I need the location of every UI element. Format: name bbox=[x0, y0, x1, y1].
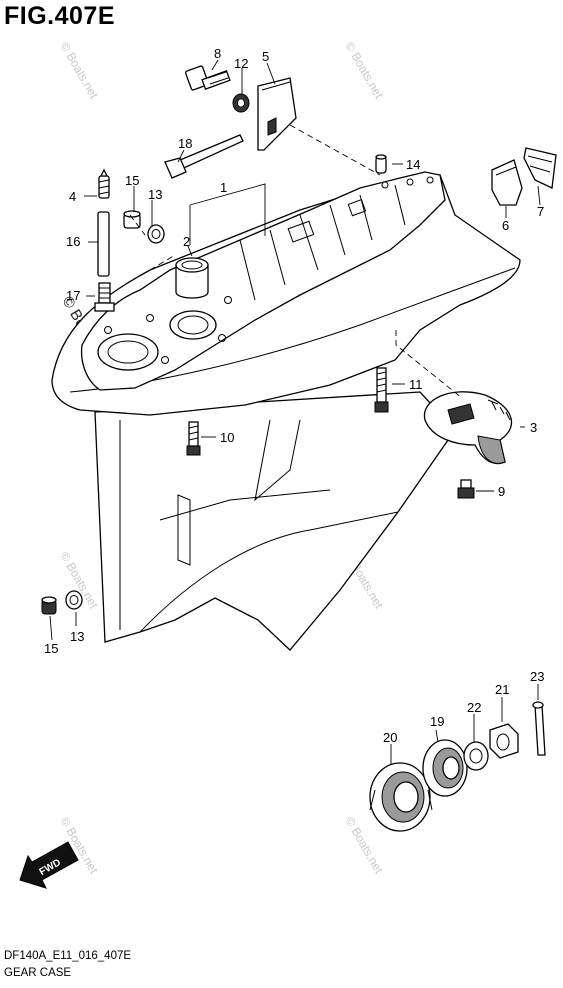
callout-17: 17 bbox=[66, 288, 80, 303]
gasket-13-upper bbox=[147, 224, 165, 244]
callout-22: 22 bbox=[467, 700, 481, 715]
callout-16: 16 bbox=[66, 234, 80, 249]
bore-front bbox=[97, 333, 159, 371]
clip-18 bbox=[164, 134, 244, 179]
plug-15-lower bbox=[41, 596, 57, 615]
fwd-direction-badge: FWD bbox=[19, 841, 79, 889]
callout-11: 11 bbox=[409, 377, 423, 392]
callouts: 8 12 5 18 14 4 15 13 1 16 2 17 6 7 11 3 … bbox=[44, 46, 544, 745]
callout-19: 19 bbox=[430, 714, 444, 729]
bolt-10 bbox=[186, 421, 201, 456]
plate-7 bbox=[523, 147, 557, 189]
drive-shaft-bearing bbox=[175, 264, 209, 299]
plug-15-upper bbox=[123, 210, 141, 229]
callout-13-upper: 13 bbox=[148, 187, 162, 202]
bore-mid bbox=[169, 310, 217, 340]
callout-7: 7 bbox=[537, 204, 544, 219]
watermark: © Boats.net bbox=[342, 815, 386, 877]
cotter-pin-23 bbox=[532, 701, 546, 756]
callout-5: 5 bbox=[262, 49, 269, 64]
bolt-11 bbox=[374, 367, 389, 413]
rod-16 bbox=[97, 211, 110, 277]
figure-title: FIG.407E bbox=[4, 2, 115, 30]
callout-15-lower: 15 bbox=[44, 641, 58, 656]
callout-23: 23 bbox=[530, 669, 544, 684]
callout-6: 6 bbox=[502, 218, 509, 233]
callout-15-upper: 15 bbox=[125, 173, 139, 188]
gasket-13-lower bbox=[65, 590, 83, 610]
callout-1: 1 bbox=[220, 180, 227, 195]
plate-5 bbox=[257, 77, 297, 151]
cover-6 bbox=[491, 159, 523, 206]
leader-lines bbox=[49, 59, 541, 764]
trim-tab-3 bbox=[423, 391, 513, 465]
retainer-20 bbox=[369, 762, 433, 832]
washer-22 bbox=[463, 741, 489, 771]
callout-8: 8 bbox=[214, 46, 221, 61]
callout-9: 9 bbox=[498, 484, 505, 499]
dowel-pin-14 bbox=[375, 154, 387, 174]
nut-21 bbox=[489, 723, 519, 759]
callout-21: 21 bbox=[495, 682, 509, 697]
watermark: © Boats.net bbox=[342, 40, 386, 102]
callout-12: 12 bbox=[234, 56, 248, 71]
callout-4: 4 bbox=[69, 189, 76, 204]
washer-12 bbox=[232, 93, 250, 113]
callout-13-lower: 13 bbox=[70, 629, 84, 644]
callout-18: 18 bbox=[178, 136, 192, 151]
callout-20: 20 bbox=[383, 730, 397, 745]
bolt-8 bbox=[185, 65, 231, 91]
pin-4 bbox=[98, 168, 110, 199]
figure-name: GEAR CASE bbox=[4, 967, 72, 979]
gear-case-housing bbox=[51, 171, 521, 651]
fitting-17 bbox=[94, 282, 115, 312]
callout-2: 2 bbox=[183, 234, 190, 249]
bolt-9 bbox=[457, 479, 475, 499]
callout-10: 10 bbox=[220, 430, 234, 445]
seal-19 bbox=[422, 739, 468, 797]
callout-3: 3 bbox=[530, 420, 537, 435]
figure-code: DF140A_E11_016_407E bbox=[4, 950, 132, 962]
watermark: © Boats.net bbox=[57, 40, 101, 102]
callout-14: 14 bbox=[406, 157, 420, 172]
